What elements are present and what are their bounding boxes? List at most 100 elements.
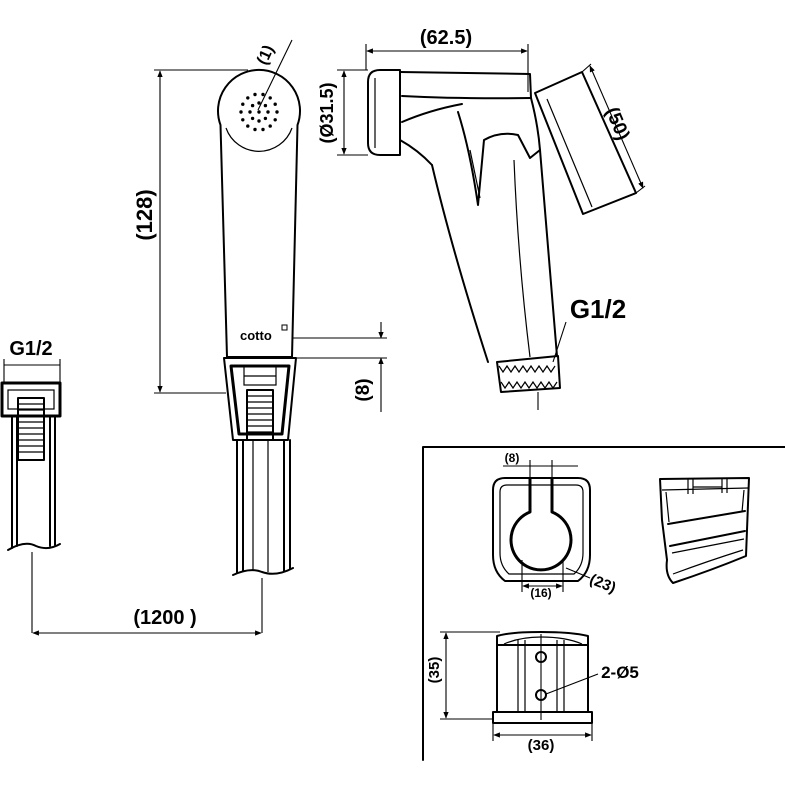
length-label: (128) xyxy=(132,189,157,240)
holder-persp-band-upper xyxy=(667,510,746,525)
holder-top-view: (8) (16) (23) xyxy=(492,451,618,600)
spray-hole xyxy=(241,102,245,106)
spray-hole xyxy=(239,110,243,114)
radius-label: (23) xyxy=(587,571,618,597)
holder-perspective-view xyxy=(659,477,750,584)
head-dia-leader xyxy=(257,39,293,111)
logo-mark xyxy=(281,324,288,331)
hose-end-thread xyxy=(17,397,45,461)
gun-thread-label: G1/2 xyxy=(570,294,626,324)
spray-hole xyxy=(257,119,261,123)
grip-inner-line xyxy=(513,159,531,358)
holder-top-outline xyxy=(492,477,591,582)
hose-end-view: G1/2 (1200 ) xyxy=(0,338,263,636)
holder-front-cup-inner xyxy=(503,636,583,645)
body-cone-lower xyxy=(401,103,463,123)
face-dia-label: (Ø31.5) xyxy=(317,82,337,143)
gun-thread xyxy=(496,355,561,393)
spray-hole xyxy=(253,92,257,97)
holder-front-body xyxy=(496,644,589,713)
body-cone-upper xyxy=(401,95,532,100)
brand-logo: cotto xyxy=(240,328,272,343)
connector-outer xyxy=(223,357,297,441)
hose-left-break xyxy=(7,542,61,551)
spray-hole xyxy=(273,102,277,106)
spray-hole xyxy=(246,124,250,128)
spray-hole xyxy=(275,110,279,114)
lever-label: (50) xyxy=(601,104,634,143)
bore-label: (16) xyxy=(530,586,551,600)
spray-hole xyxy=(250,116,255,121)
head-dia-label: (1) xyxy=(254,43,278,68)
handle-front-view: cotto (1) (128) (8) xyxy=(132,39,387,576)
lever-inner-line xyxy=(546,98,593,208)
spray-hole xyxy=(241,118,245,122)
holder-front-view: 2-Ø5 (35) (36) xyxy=(426,631,639,754)
spray-hole xyxy=(253,127,257,132)
spray-hole xyxy=(268,96,272,100)
hose-left-lines xyxy=(11,415,56,549)
spray-hole xyxy=(273,118,277,122)
trigger-inner xyxy=(469,149,481,199)
holder-persp-band-inner xyxy=(671,538,745,575)
hose-nut xyxy=(0,381,62,418)
holes-label: 2-Ø5 xyxy=(601,663,639,682)
body-top xyxy=(399,71,532,99)
holder-front-cup xyxy=(496,631,589,646)
spray-hole xyxy=(250,103,255,108)
hose-nut-inner xyxy=(7,389,55,410)
holder-persp-notch-right xyxy=(721,478,728,493)
slot-label: (8) xyxy=(505,451,520,465)
holder-front-base xyxy=(492,711,593,724)
gun-thread-roots xyxy=(500,380,558,390)
radius-leader xyxy=(565,567,591,579)
spray-side-view: G1/2 (62.5) (Ø31.5) (50) xyxy=(317,27,646,410)
holder-front-channel xyxy=(517,640,565,712)
spray-hole xyxy=(263,103,268,108)
width-label: (36) xyxy=(528,737,555,754)
keyhole-slot xyxy=(509,478,573,572)
handle-outline xyxy=(217,68,301,358)
gun-thread-leader xyxy=(552,321,567,363)
holder-persp-side xyxy=(665,489,745,523)
height-label: (35) xyxy=(426,657,443,684)
hose-length-label: (1200 ) xyxy=(133,607,196,629)
hose-break xyxy=(232,567,294,576)
head-inner-rim xyxy=(225,127,293,152)
connector-thread-lines xyxy=(247,395,273,433)
spray-hole xyxy=(257,101,261,105)
hose-thread-ticks xyxy=(3,359,61,383)
spray-hole xyxy=(261,127,265,132)
lever-ext-top xyxy=(581,63,592,73)
holder-detail-box: (8) (16) (23) xyxy=(422,446,785,761)
mount-hole-lower xyxy=(535,689,547,701)
hose-thread-label: G1/2 xyxy=(9,338,52,360)
grip-right-edge xyxy=(530,97,558,357)
lever-dim-line xyxy=(589,65,644,189)
spray-hole xyxy=(263,116,268,121)
nozzle-face xyxy=(367,69,401,156)
spray-hole xyxy=(246,96,250,100)
spray-hole xyxy=(268,124,272,128)
spray-hole xyxy=(248,110,252,114)
holder-persp-notch-left xyxy=(687,479,694,494)
neck-label: (8) xyxy=(353,378,374,401)
gun-thread-crests xyxy=(498,364,556,374)
hose-lines xyxy=(236,439,291,574)
detail-frame xyxy=(422,446,785,761)
holder-persp-top-band xyxy=(661,487,749,491)
holder-persp-band-lower xyxy=(669,530,746,547)
connector-thread xyxy=(246,389,274,441)
length-side-label: (62.5) xyxy=(420,27,472,49)
body-bottom xyxy=(399,139,433,166)
hose-end-thread-lines xyxy=(18,403,44,453)
holder-persp-outline xyxy=(659,477,750,584)
mount-hole-upper xyxy=(535,651,547,663)
grip-left-edge xyxy=(431,164,489,363)
spray-face xyxy=(239,92,279,132)
spray-hole xyxy=(257,110,261,114)
holes-leader xyxy=(545,673,599,695)
lever-ext-bottom xyxy=(635,185,646,194)
trigger xyxy=(457,111,541,206)
